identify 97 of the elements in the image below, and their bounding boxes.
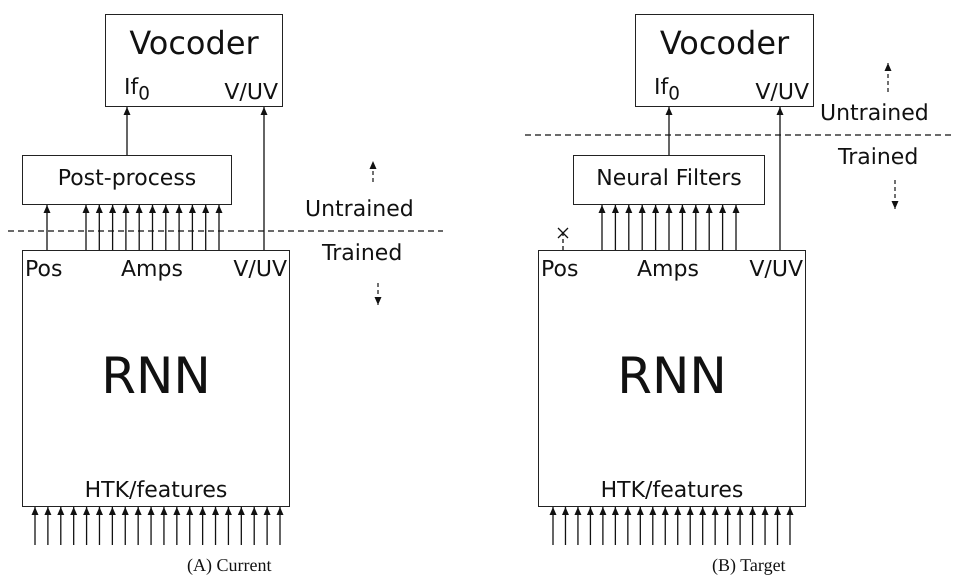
- region-label: Trained: [322, 243, 402, 265]
- figure-caption: (B) Target: [712, 556, 786, 574]
- arrow: [124, 107, 130, 155]
- region-label: Trained: [838, 147, 918, 169]
- arrow: [550, 507, 556, 545]
- process-box: [573, 155, 765, 205]
- arrow: [692, 205, 700, 250]
- arrow: [82, 205, 90, 250]
- arrow: [162, 205, 170, 250]
- node-label: HTK/features: [84, 480, 228, 502]
- arrow: [96, 507, 103, 545]
- arrow: [202, 205, 210, 250]
- arrow: [148, 507, 155, 545]
- arrow: [173, 507, 180, 545]
- arrow: [776, 107, 784, 250]
- arrow: [612, 507, 619, 545]
- arrow: [732, 205, 740, 250]
- arrow: [122, 205, 130, 250]
- arrow: [649, 507, 656, 545]
- arrow: [612, 205, 619, 250]
- arrow: [562, 507, 569, 545]
- arrow: [264, 507, 271, 545]
- node-label: Pos: [25, 259, 62, 281]
- node-label: V/UV: [755, 82, 809, 104]
- node-label: If$_{0}$: [654, 77, 680, 104]
- arrow: [724, 507, 732, 545]
- arrow: [276, 507, 284, 545]
- arrow: [625, 205, 632, 250]
- arrow: [666, 107, 672, 155]
- arrow: [674, 507, 682, 545]
- arrow: [136, 205, 143, 250]
- node-label: Post-process: [56, 168, 198, 190]
- arrow: [108, 507, 116, 545]
- arrow: [176, 205, 183, 250]
- node-label: RNN: [616, 351, 728, 401]
- process-box: [22, 155, 232, 205]
- region-label: Untrained: [305, 199, 414, 221]
- arrow: [32, 507, 38, 545]
- region-label: Untrained: [820, 103, 929, 125]
- node-label: V/UV: [749, 259, 803, 281]
- arrow: [699, 507, 706, 545]
- vocoder-box: [105, 14, 283, 107]
- arrow: [598, 205, 606, 250]
- arrow: [149, 205, 156, 250]
- arrow: [719, 205, 726, 250]
- arrow: [224, 507, 232, 545]
- arrow: [706, 205, 713, 250]
- node-label: Neural Filters: [595, 168, 743, 190]
- arrow: [786, 507, 794, 545]
- arrow: [250, 507, 258, 545]
- arrow: [83, 507, 90, 545]
- arrow: [109, 205, 116, 250]
- arrow: [662, 507, 669, 545]
- network-box: [538, 250, 806, 507]
- node-label: RNN: [100, 351, 212, 401]
- node-label: Pos: [541, 259, 578, 281]
- arrow: [134, 507, 142, 545]
- arrow: [70, 507, 78, 545]
- arrow: [666, 205, 672, 250]
- node-label: Amps: [637, 259, 699, 281]
- arrow: [44, 507, 52, 545]
- vocoder-box: [635, 14, 814, 107]
- arrow: [96, 205, 103, 250]
- arrow: [260, 107, 268, 250]
- arrow: [586, 507, 594, 545]
- arrow: [199, 507, 206, 545]
- arrow: [736, 507, 744, 545]
- arrow: [57, 507, 64, 545]
- arrow: [686, 507, 694, 545]
- arrow: [638, 205, 646, 250]
- node-label: Vocoder: [128, 27, 260, 59]
- node-label: V/UV: [233, 259, 287, 281]
- node-label: V/UV: [224, 82, 278, 104]
- network-box: [22, 250, 290, 507]
- arrow: [712, 507, 719, 545]
- figure-caption: (A) Current: [187, 556, 272, 574]
- arrow: [678, 205, 686, 250]
- arrow: [44, 205, 50, 250]
- node-label: HTK/features: [600, 480, 744, 502]
- node-label: Amps: [121, 259, 183, 281]
- arrow: [774, 507, 782, 545]
- arrow: [160, 507, 168, 545]
- arrow: [636, 507, 644, 545]
- arrow: [762, 507, 769, 545]
- arrow: [238, 507, 245, 545]
- arrow: [652, 205, 660, 250]
- node-label: Vocoder: [658, 27, 790, 59]
- arrow: [122, 507, 129, 545]
- arrow: [624, 507, 632, 545]
- arrow: [186, 507, 194, 545]
- node-label: If$_{0}$: [124, 77, 150, 104]
- arrow: [749, 507, 756, 545]
- arrow: [212, 507, 220, 545]
- arrow: [574, 507, 582, 545]
- arrow: [216, 205, 222, 250]
- arrow: [188, 205, 196, 250]
- arrow: [599, 507, 606, 545]
